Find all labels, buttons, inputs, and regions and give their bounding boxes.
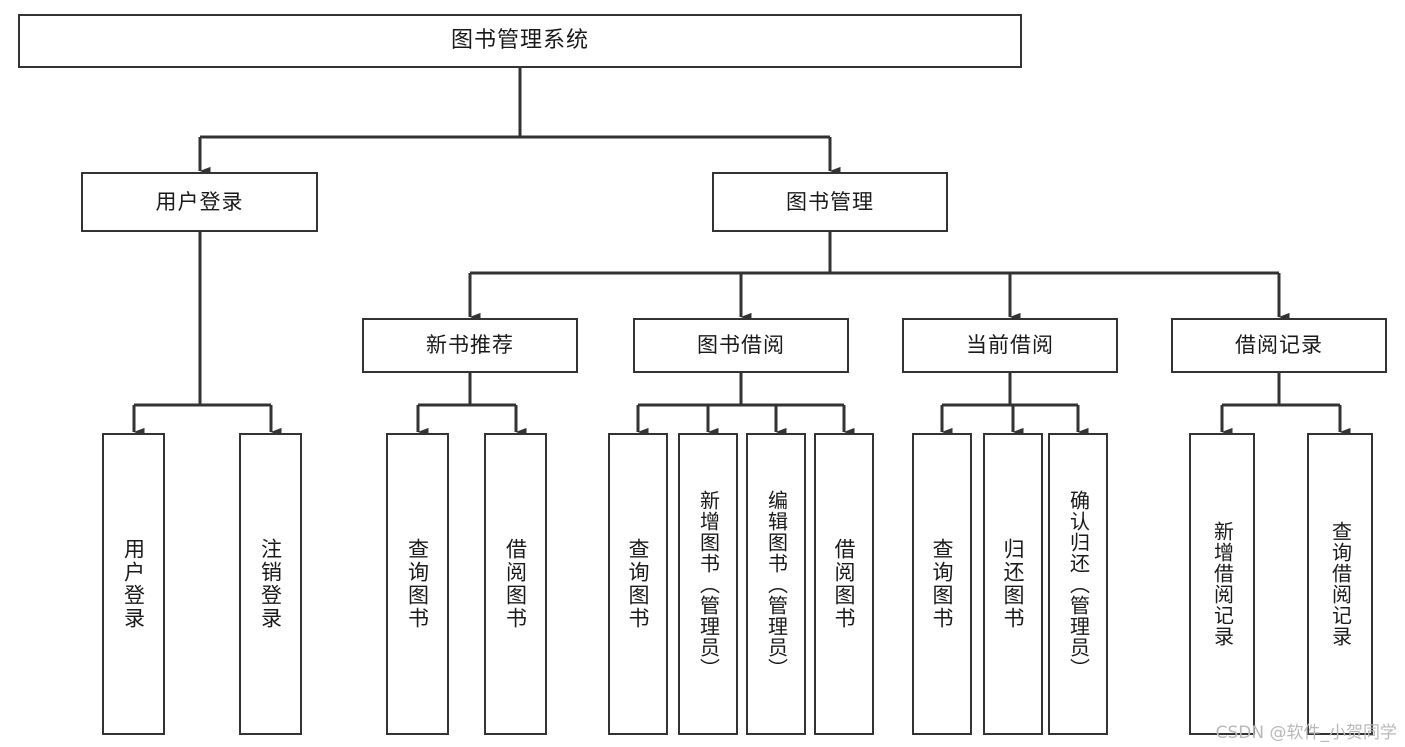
node-l2-new[interactable]: 新书推荐 bbox=[362, 318, 578, 373]
node-label: 新增图书（管理员） bbox=[696, 489, 721, 679]
node-label: 借阅记录 bbox=[1235, 333, 1323, 358]
node-label: 查询借阅记录 bbox=[1328, 521, 1353, 647]
node-label: 借阅图书 bbox=[503, 538, 528, 630]
node-label: 用户登录 bbox=[121, 538, 146, 630]
node-l2-current[interactable]: 当前借阅 bbox=[902, 318, 1118, 373]
node-l3-c3[interactable]: 编辑图书（管理员） bbox=[746, 433, 806, 735]
node-label: 新书推荐 bbox=[426, 333, 514, 358]
node-l1-login[interactable]: 用户登录 bbox=[81, 172, 318, 232]
node-l3-a2[interactable]: 注销登录 bbox=[239, 433, 302, 735]
node-l1-book[interactable]: 图书管理 bbox=[712, 172, 948, 232]
node-l3-d1[interactable]: 查询图书 bbox=[912, 433, 972, 735]
node-label: 借阅图书 bbox=[832, 538, 857, 630]
node-l3-e1[interactable]: 新增借阅记录 bbox=[1189, 433, 1255, 735]
node-l3-a1[interactable]: 用户登录 bbox=[102, 433, 165, 735]
node-label: 归还图书 bbox=[1001, 538, 1026, 630]
node-label: 当前借阅 bbox=[966, 333, 1054, 358]
node-label: 确认归还（管理员） bbox=[1066, 489, 1091, 679]
node-label: 编辑图书（管理员） bbox=[764, 489, 789, 679]
node-l3-c4[interactable]: 借阅图书 bbox=[814, 433, 874, 735]
node-l3-b2[interactable]: 借阅图书 bbox=[484, 433, 547, 735]
node-label: 注销登录 bbox=[258, 538, 283, 630]
node-label: 图书管理 bbox=[786, 189, 874, 214]
node-label: 查询图书 bbox=[626, 538, 651, 630]
node-l2-borrow[interactable]: 图书借阅 bbox=[633, 318, 849, 373]
node-l3-d3[interactable]: 确认归还（管理员） bbox=[1048, 433, 1108, 735]
node-label: 新增借阅记录 bbox=[1210, 521, 1235, 647]
node-label: 图书借阅 bbox=[697, 333, 785, 358]
node-root[interactable]: 图书管理系统 bbox=[18, 14, 1022, 68]
watermark-text: CSDN @软件_小贺同学 bbox=[1215, 723, 1397, 743]
node-label: 图书管理系统 bbox=[450, 28, 589, 54]
node-label: 查询图书 bbox=[930, 538, 955, 630]
node-l3-d2[interactable]: 归还图书 bbox=[983, 433, 1043, 735]
node-l3-c2[interactable]: 新增图书（管理员） bbox=[678, 433, 738, 735]
node-label: 查询图书 bbox=[405, 538, 430, 630]
node-label: 用户登录 bbox=[155, 189, 244, 214]
node-l3-b1[interactable]: 查询图书 bbox=[386, 433, 449, 735]
node-l3-c1[interactable]: 查询图书 bbox=[608, 433, 668, 735]
node-l3-e2[interactable]: 查询借阅记录 bbox=[1307, 433, 1373, 735]
node-l2-record[interactable]: 借阅记录 bbox=[1171, 318, 1387, 373]
